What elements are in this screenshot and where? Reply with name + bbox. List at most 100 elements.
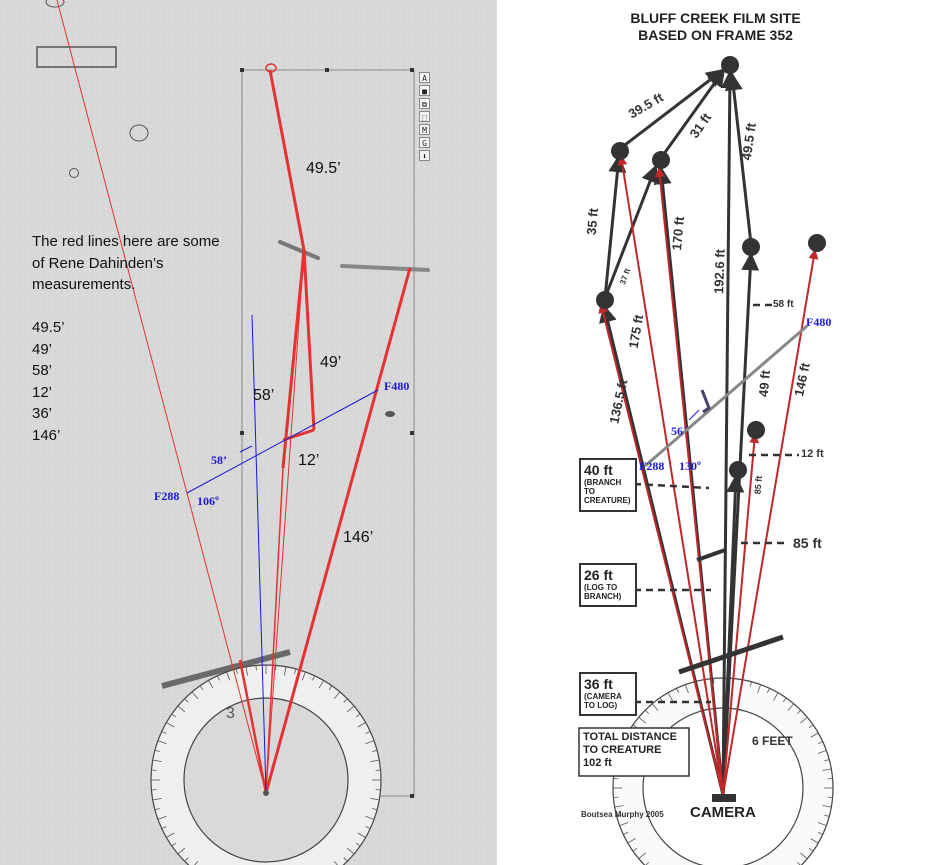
box-value: 40 ft [584,462,613,478]
box-caption: CREATURE) [584,496,631,505]
label-146: 146’ [343,529,374,546]
protractor-tick [614,805,624,808]
protractor-tick [638,852,646,860]
protractor-tick [161,731,167,734]
protractor-tick [355,713,361,718]
protractor-tick [365,826,371,829]
tool-text-icon[interactable]: A [419,72,430,83]
protractor-tick [623,832,629,835]
red-lines [598,155,819,796]
blue-arrow [688,409,700,421]
list-item: 146’ [32,426,61,444]
protractor-tick [817,750,827,754]
box-26-ft: 26 ft (LOG TO BRANCH) [579,563,637,607]
protractor-tick [627,838,636,844]
box-value: 36 ft [584,676,613,692]
protractor-tick [796,861,801,865]
protractor-tick [318,680,324,689]
tool-down-icon[interactable]: ⬇ [419,150,430,161]
tool-group-icon[interactable]: ⬚ [419,111,430,122]
top-ring [45,0,65,8]
box-caption: (CAMERA [584,692,622,701]
protractor-tick [616,814,622,817]
protractor-tick [235,668,238,674]
box-caption: TO [584,487,595,496]
protractor-tick [171,842,177,847]
protractor-tick [645,861,650,865]
protractor-tick [372,808,378,811]
protractor-tick [152,798,162,801]
f288-f480-line [644,324,808,468]
toolbar: A ■ ⧉ ⬚ M G ⬇ [419,72,431,163]
protractor-tick [226,671,231,681]
note-line-3: measurements. [32,276,136,293]
protractor-tick [199,685,204,691]
label-12: 12’ [298,452,320,469]
protractor-tick [644,709,650,715]
note-line-1: The red lines here are some [32,233,220,250]
title-line-2: BASED ON FRAME 352 [638,27,793,43]
label-49-5: 49.5’ [306,160,341,177]
protractor-tick [676,688,679,694]
protractor-tick [810,838,819,844]
total-distance-text: TOTAL DISTANCE TO CREATURE 102 ft [583,731,677,770]
label-f480: F480 [384,379,410,393]
protractor-tick [152,759,162,762]
protractor-tick [800,852,808,860]
protractor-ticks [151,665,381,865]
creature-figure [700,389,711,414]
protractor-tick [372,749,378,752]
protractor-tick [217,675,220,681]
protractor-tick [328,685,333,691]
protractor-tick [782,697,787,703]
label-f288: F288 [154,489,180,503]
log-bar [161,649,291,689]
protractor-tick [284,666,287,676]
label-35-ft: 35 ft [583,207,602,236]
right-diagram [578,56,834,865]
label-partial: 3 [226,705,235,722]
label-f480: F480 [806,315,832,329]
protractor-tick [370,759,380,762]
protractor-tick [333,691,341,700]
label-85-ft: 85 ft [793,535,822,551]
protractor-tick [767,688,770,694]
label-106-deg: 106º [197,494,219,508]
tool-measure-icon[interactable]: M [419,124,430,135]
protractor-tick [808,724,814,729]
protractor-tick [357,832,366,838]
protractor-tick [294,668,297,674]
protractor-tick [800,716,808,724]
protractor-tick [365,731,371,734]
total-line-3: 102 ft [583,757,612,769]
box-36-ft: 36 ft (CAMERA TO LOG) [579,672,637,716]
left-diagram [0,0,497,865]
protractor-tick [184,698,189,703]
protractor-tick [154,749,160,752]
protractor-tick [632,847,638,852]
protractor-tick [346,705,355,713]
diagram-title: BLUFF CREEK FILM SITE BASED ON FRAME 352 [497,10,934,44]
protractor-tick [343,698,348,703]
label-49-ft: 49 ft [755,369,774,398]
label-49: 49’ [320,354,342,371]
label-f288: F288 [639,459,665,473]
protractor-tick [171,713,177,718]
list-item: 58’ [32,362,53,379]
protractor-tick [157,815,167,820]
tool-grid-icon[interactable]: G [419,137,430,148]
log-figure [340,264,430,272]
protractor-tick [208,680,214,689]
protractor-tick [824,759,830,762]
tool-fill-icon[interactable]: ■ [419,85,430,96]
tool-arrange-icon[interactable]: ⧉ [419,98,430,109]
total-line-2: TO CREATURE [583,744,662,756]
protractor-tick [810,732,819,738]
label-6-feet: 6 FEET [752,734,793,748]
protractor-tick [157,740,167,745]
total-line-1: TOTAL DISTANCE [583,731,677,743]
box-caption: TO LOG) [584,701,618,710]
protractor-tick [773,692,779,701]
credit-text: Boutsea Murphy 2005 [581,810,664,819]
box-caption: (BRANCH [584,478,622,487]
